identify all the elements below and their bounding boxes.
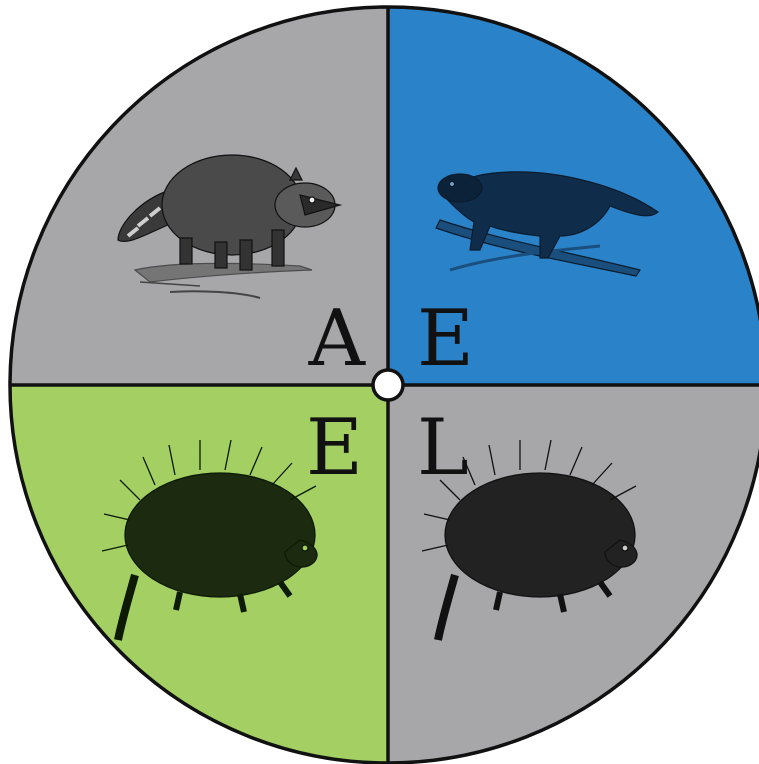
quadrant-letter-top-left: A: [308, 294, 367, 384]
center-hub: [373, 370, 403, 400]
quadrant-letter-top-right: E: [417, 294, 474, 384]
quadrant-letter-bottom-left: E: [306, 403, 363, 493]
quadrant-letter-bottom-right: L: [417, 403, 469, 493]
